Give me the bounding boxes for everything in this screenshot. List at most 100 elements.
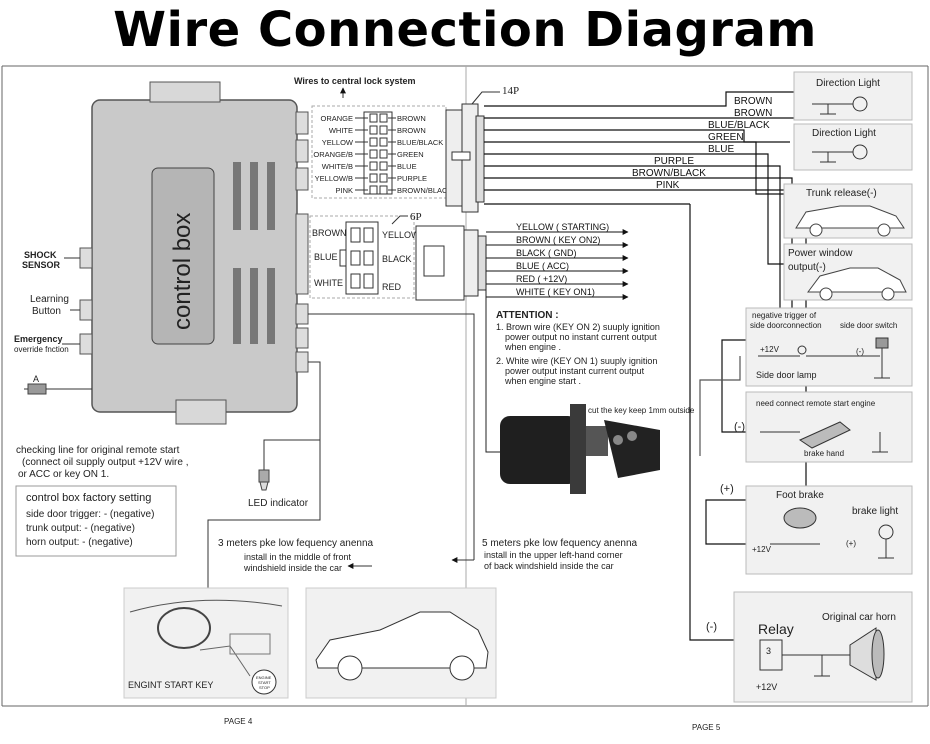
window-car-icon xyxy=(807,267,907,301)
right-wire xyxy=(484,141,800,195)
a-connector-icon xyxy=(24,383,92,395)
door-title-2: side doorconnection xyxy=(750,321,822,330)
foot-brake-label: Foot brake xyxy=(776,490,824,501)
right-wire-label: BLUE/BLACK xyxy=(708,120,770,131)
checking-line-2: (connect oil supply output +12V wire , xyxy=(22,457,188,468)
connector-14p xyxy=(445,103,485,213)
emergency-label-1: Emergency xyxy=(14,334,63,344)
trunk-release-label: Trunk release(-) xyxy=(806,188,877,199)
central-lock-left-label: ORANGE xyxy=(320,114,353,123)
bulb-icon xyxy=(812,96,868,115)
antenna-rear-title: 5 meters pke low fequency anenna xyxy=(482,538,638,549)
connector-6p-label: 6P xyxy=(410,211,422,223)
power-window-label-2: output(-) xyxy=(788,262,826,273)
page-number-4: PAGE 4 xyxy=(224,717,253,726)
power-window-label-1: Power window xyxy=(788,248,853,259)
control-box: control box xyxy=(79,81,309,425)
central-lock-left-label: YELLOW/B xyxy=(315,174,353,183)
bulb-icon-2 xyxy=(812,144,868,163)
ignition-wire-label: BLACK ( GND) xyxy=(516,248,577,258)
central-lock-pin xyxy=(369,149,378,159)
foot-brake-icon xyxy=(770,507,894,559)
connector-14p-leader xyxy=(471,91,500,105)
dashboard-illustration xyxy=(123,587,289,699)
central-lock-left-label: PINK xyxy=(335,186,353,195)
central-lock-pin xyxy=(379,161,388,171)
door-circuit xyxy=(758,337,890,379)
central-lock-left-label: WHITE/B xyxy=(322,162,353,171)
brake-hand-label: brake hand xyxy=(804,449,844,458)
direction-light-1-label: Direction Light xyxy=(816,78,880,89)
ignition-connector xyxy=(415,225,487,301)
central-lock-right-label: BLUE/BLACK xyxy=(397,138,443,147)
central-lock-pin xyxy=(369,185,378,195)
emergency-label-2: override fnction xyxy=(14,345,69,354)
factory-setting-line-2: trunk output: - (negative) xyxy=(26,523,135,534)
control-box-label: control box xyxy=(169,213,196,330)
six-p-left-3: WHITE xyxy=(314,278,343,288)
key-cut-label: cut the key keep 1mm outside xyxy=(588,406,695,415)
right-wire xyxy=(484,91,800,107)
start-key-label: ENGINT START KEY xyxy=(128,680,213,690)
horn-circuit xyxy=(759,627,885,681)
central-lock-pin xyxy=(369,125,378,135)
central-lock-right-label: BLUE xyxy=(397,162,417,171)
central-lock-left-label: ORANGE/B xyxy=(313,150,353,159)
key-coil-icon xyxy=(485,246,660,494)
panel-frames xyxy=(733,71,913,703)
car-illustration xyxy=(305,587,497,699)
central-lock-left-label: YELLOW xyxy=(322,138,354,147)
door-wire xyxy=(699,356,741,456)
right-wire-label: BROWN xyxy=(734,108,772,119)
a-marker: A xyxy=(33,374,39,384)
central-lock-pin xyxy=(379,185,388,195)
factory-setting-box: control box factory setting side door tr… xyxy=(15,485,177,557)
ignition-wire-label: WHITE ( KEY ON1) xyxy=(516,287,595,297)
ignition-wire-label: RED ( +12V) xyxy=(516,274,567,284)
start-stop-button-text-2: START xyxy=(258,680,271,685)
antenna-front-line-2: windshield inside the car xyxy=(243,563,342,573)
factory-setting-line-3: horn output: - (negative) xyxy=(26,537,133,548)
central-lock-pin xyxy=(379,137,388,147)
page-frame xyxy=(1,65,929,707)
factory-setting-title: control box factory setting xyxy=(26,492,151,504)
central-lock-left-label: WHITE xyxy=(329,126,353,135)
central-lock-pin xyxy=(379,125,388,135)
six-p-frame xyxy=(309,215,415,299)
six-p-plug xyxy=(339,221,379,295)
ignition-wire-label: BROWN ( KEY ON2) xyxy=(516,235,600,245)
central-lock-title: Wires to central lock system xyxy=(294,76,415,86)
right-wire-label: BROWN/BLACK xyxy=(632,168,706,179)
hand-brake-icon xyxy=(760,421,888,453)
learning-button-label-1: Learning xyxy=(30,294,69,305)
attention-note2-1: 2. White wire (KEY ON 1) suuply ignition xyxy=(496,356,657,366)
checking-line-1: checking line for original remote start xyxy=(16,445,180,456)
led-indicator-label: LED indicator xyxy=(248,498,309,509)
attention-title: ATTENTION : xyxy=(496,310,559,321)
ignition-wire-bundle: YELLOW ( STARTING)BROWN ( KEY ON2)BLACK … xyxy=(486,222,629,300)
relay-number: 3 xyxy=(766,646,771,656)
central-lock-right-label: BROWN/BLACK xyxy=(397,186,452,195)
door-minus-label: (-) xyxy=(856,347,864,356)
right-wire-label: PURPLE xyxy=(654,156,694,167)
start-stop-button-text-3: STOP xyxy=(259,685,270,690)
central-lock-pin xyxy=(379,173,388,183)
factory-setting-line-1: side door trigger: - (negative) xyxy=(26,509,154,520)
central-lock-pin xyxy=(379,113,388,123)
central-lock-right-label: BROWN xyxy=(397,114,426,123)
antenna-rear-line-1: install in the upper left-hand corner xyxy=(484,550,623,560)
antenna-rear-line-2: of back windshield inside the car xyxy=(484,561,614,571)
door-switch-label: side door switch xyxy=(840,321,897,330)
six-p-left-1: BROWN xyxy=(312,228,347,238)
learning-button-label-2: Button xyxy=(32,306,61,317)
door-title-1: negative trigger of xyxy=(752,311,817,320)
central-lock-pin xyxy=(369,113,378,123)
central-lock-right-labels: BROWNBROWNBLUE/BLACKGREENBLUEPURPLEBROWN… xyxy=(388,114,452,195)
antenna-front-line-1: install in the middle of front xyxy=(244,552,352,562)
six-p-right-3: RED xyxy=(382,282,402,292)
shock-sensor-label-2: SENSOR xyxy=(22,260,61,270)
connector-6p-leader xyxy=(391,215,408,225)
attention-note2-3: when engine start . xyxy=(504,376,581,386)
right-wire-label: BROWN xyxy=(734,96,772,107)
